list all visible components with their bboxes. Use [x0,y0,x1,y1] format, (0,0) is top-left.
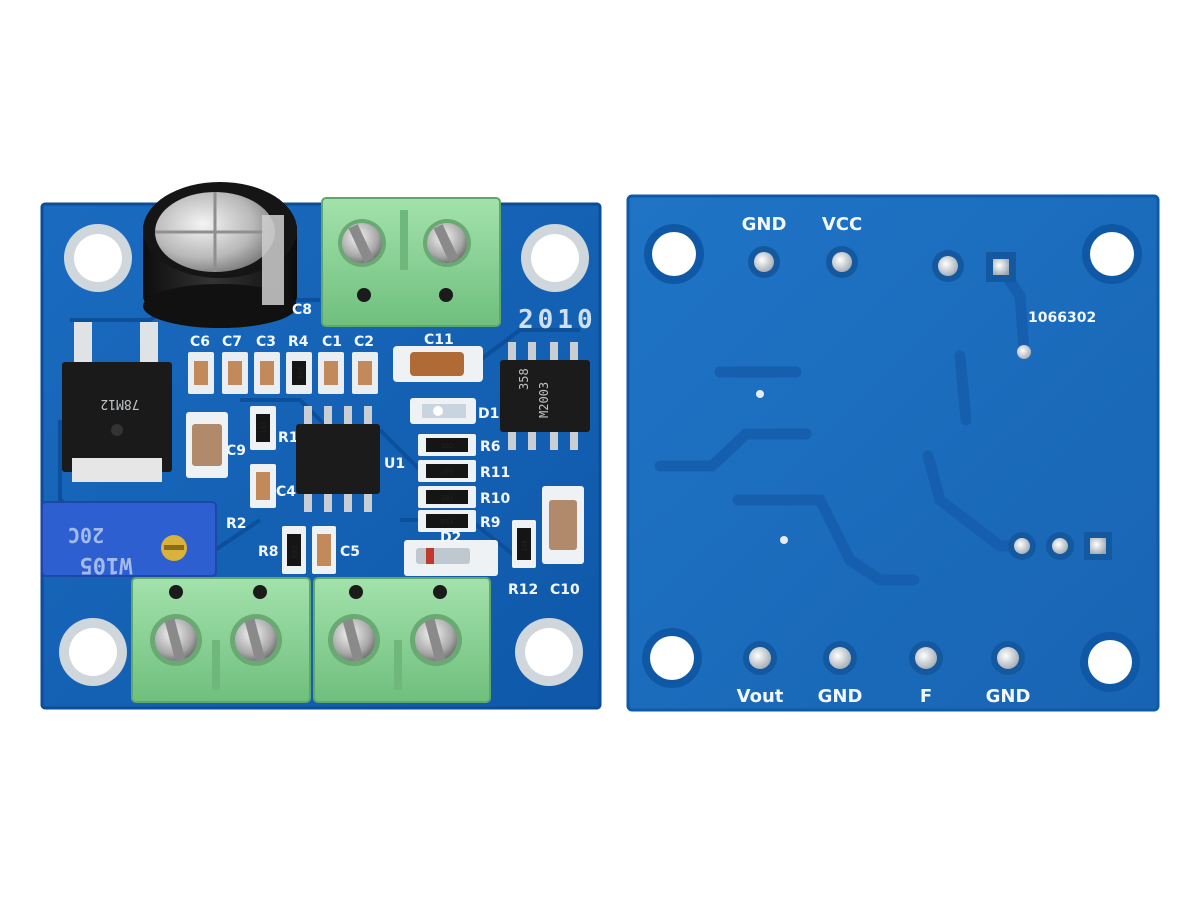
label-c11: C11 [424,332,454,348]
regulator-marking: 78M12 [100,396,139,411]
label-c7: C7 [222,334,242,350]
label-c3: C3 [256,334,276,350]
capacitor-c4 [250,464,276,508]
label-r12: R12 [508,582,538,598]
label-c5: C5 [340,544,360,560]
label-vout: Vout [737,686,784,707]
label-r6: R6 [480,439,501,455]
label-c8: C8 [292,302,312,318]
r1-code: 103 [260,421,268,434]
label-gnd-top: GND [742,214,787,235]
terminal-block-top [321,197,501,327]
opamp-marking-bottom: M2003 [537,382,551,418]
r9-code: 683 [441,518,454,526]
date-code: 2010 [518,305,597,335]
label-r4: R4 [288,334,309,350]
voltage-regulator: 78M12 [62,322,172,482]
label-c10: C10 [550,582,580,598]
capacitor-c10 [542,486,584,564]
label-vcc-top: VCC [822,214,862,235]
label-part-number: 1066302 [1028,310,1096,326]
back-pads [743,246,1112,675]
label-r1: R1 [278,430,299,446]
terminal-block-bottom-left [131,577,311,703]
label-c9: C9 [226,443,246,459]
label-r11: R11 [480,465,510,481]
label-d2: D2 [440,530,461,546]
diode-d2 [404,540,498,576]
resistor-r8: 682 [282,526,306,574]
electrolytic-capacitor-c8 [143,182,297,328]
label-c1: C1 [322,334,342,350]
ic-u1 [296,406,380,512]
label-r10: R10 [480,491,511,507]
label-r2: R2 [226,516,247,532]
pot-marking: W105 [80,552,133,577]
r12-code: 10k [521,539,529,552]
r10-code: 103 [441,494,454,502]
label-gnd-bottom-2: GND [986,686,1031,707]
led-d1 [410,398,476,424]
resistor-r1: 103 [250,406,276,450]
label-c6: C6 [190,334,210,350]
label-gnd-bottom-1: GND [818,686,863,707]
opamp-marking-top: 358 [517,368,531,390]
label-r9: R9 [480,515,501,531]
r11-code: 103 [441,468,454,476]
r4-code: 105 [297,367,305,380]
r8-code: 682 [291,545,299,558]
label-c4: C4 [276,484,296,500]
opamp-chip: 358 M2003 [500,342,590,450]
front-board: 78M12 W105 20C 105 C6 C7 C3 R4 C1 C2 C8 … [40,182,602,710]
resistor-stack: 102 103 103 683 [418,434,476,532]
label-u1: U1 [384,456,405,472]
label-c2: C2 [354,334,374,350]
label-f: F [920,686,932,707]
capacitor-c11 [393,346,483,382]
resistor-r12: 10k [512,520,536,568]
capacitor-c9 [186,412,228,478]
label-r8: R8 [258,544,279,560]
back-board: GND VCC 1066302 Vout GND F GND [626,194,1160,712]
back-mounting-holes [642,224,1142,692]
capacitor-c5 [312,526,336,574]
back-pcb [628,196,1158,710]
smd-component-row: 105 [188,352,378,394]
r6-code: 102 [441,442,454,450]
front-mounting-holes [59,224,589,686]
label-d1: D1 [478,406,499,422]
trim-potentiometer: W105 20C [41,501,217,577]
terminal-block-bottom-right [313,577,491,703]
pot-side-marking: 20C [68,523,104,547]
